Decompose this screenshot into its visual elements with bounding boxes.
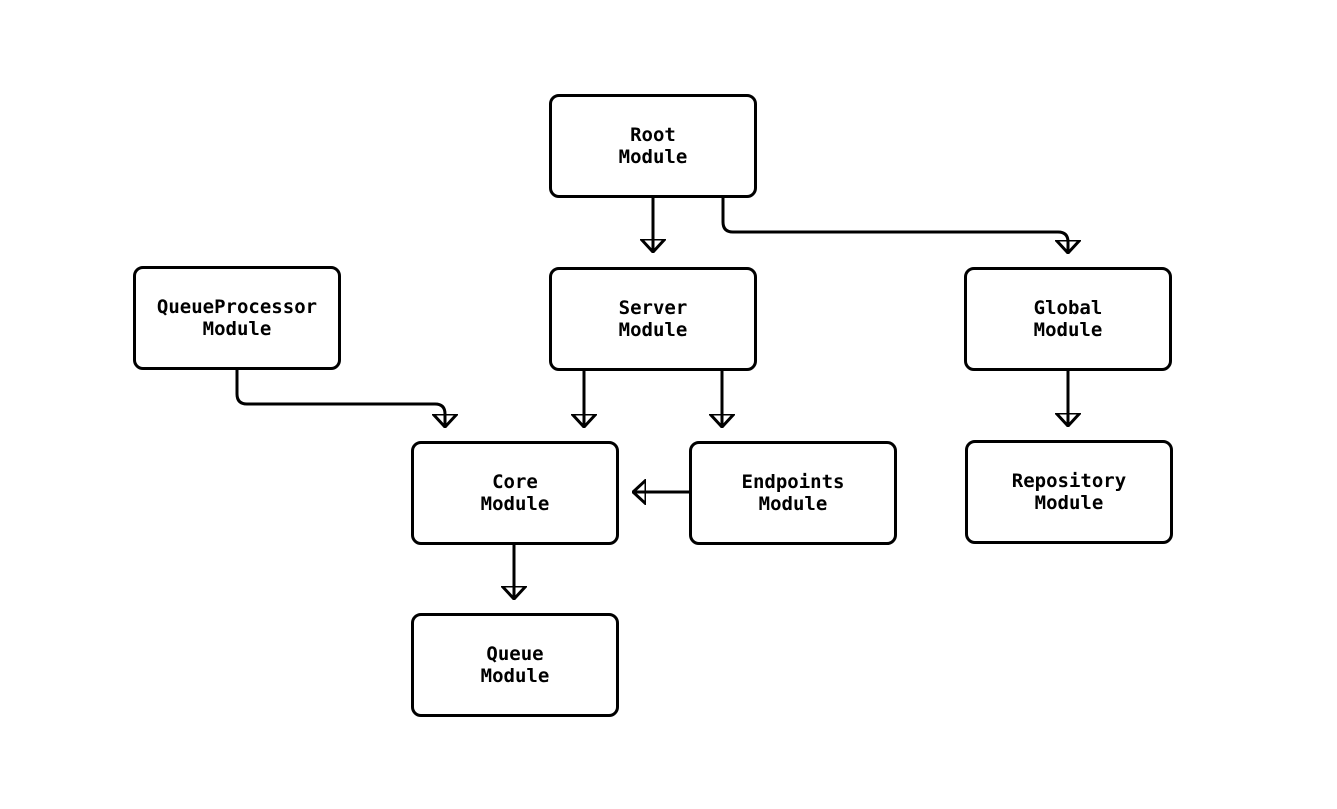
edge-root-to-global <box>721 198 1068 253</box>
node-queueprocessor-module: QueueProcessor Module <box>133 266 341 370</box>
edge-queueprocessor-to-core <box>235 369 445 427</box>
node-root-module: Root Module <box>549 94 757 198</box>
node-endpoints-module: Endpoints Module <box>689 441 897 545</box>
node-repository-module: Repository Module <box>965 440 1173 544</box>
node-core-module: Core Module <box>411 441 619 545</box>
node-queue-module: Queue Module <box>411 613 619 717</box>
node-global-module: Global Module <box>964 267 1172 371</box>
node-server-module: Server Module <box>549 267 757 371</box>
